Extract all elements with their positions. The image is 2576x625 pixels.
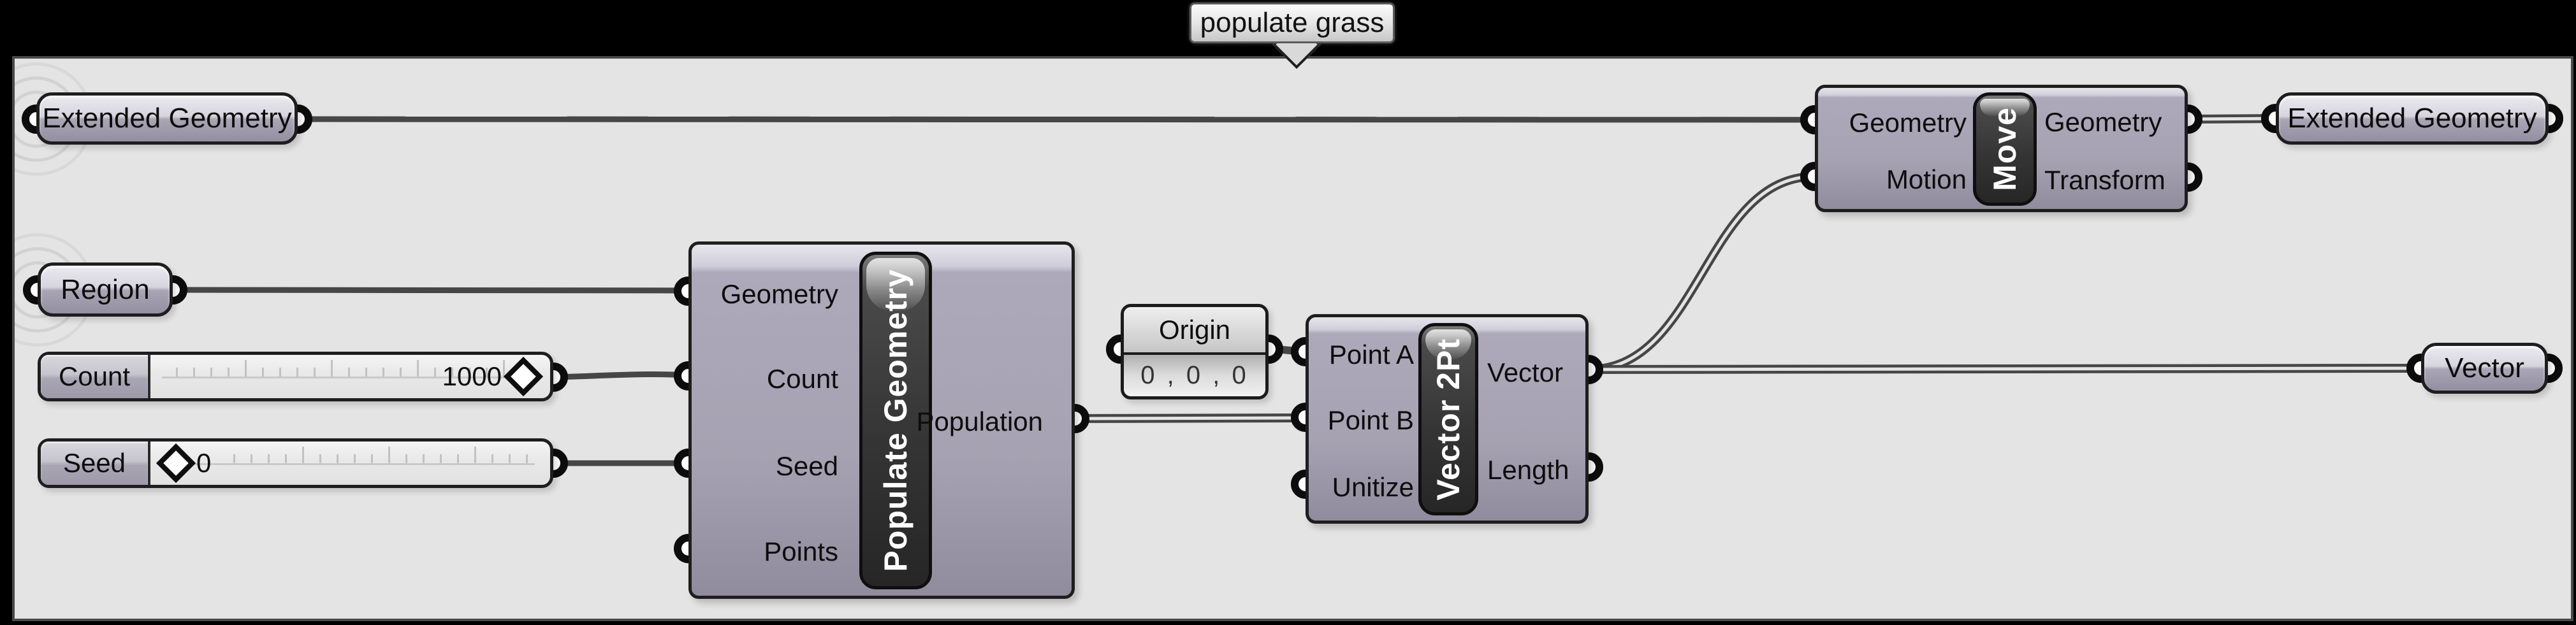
slider-tick <box>262 368 264 377</box>
input-label-point-b: Point B <box>1327 405 1414 435</box>
slider-seed[interactable]: Seed 0 <box>38 438 553 488</box>
param-region[interactable]: Region <box>38 262 173 317</box>
output-label-length: Length <box>1487 455 1569 485</box>
slider-tick <box>176 368 178 377</box>
wire-vector-to-motion[interactable] <box>1588 172 1816 374</box>
slider-count-track[interactable]: 1000 <box>150 355 550 398</box>
input-label-seed: Seed <box>775 451 838 481</box>
slider-tick <box>469 368 470 377</box>
origin-panel[interactable]: Origin 0 , 0 , 0 <box>1121 304 1269 399</box>
group-tag-label: populate grass <box>1200 7 1385 38</box>
slider-tick <box>388 447 390 463</box>
param-label: Region <box>61 273 150 305</box>
output-label-vector: Vector <box>1487 357 1564 387</box>
slider-tick <box>285 454 287 463</box>
param-extended-geometry-out[interactable]: Extended Geometry <box>2276 92 2549 145</box>
output-label-population: Population <box>916 406 1044 436</box>
slider-seed-track[interactable]: 0 <box>150 442 550 485</box>
param-extended-geometry-in[interactable]: Extended Geometry <box>36 92 298 145</box>
slider-tick <box>279 368 281 377</box>
slider-tick <box>400 368 402 377</box>
origin-panel-header: Origin <box>1124 307 1265 355</box>
slider-label: Count <box>58 361 131 391</box>
component-title: Populate Geometry <box>878 269 913 572</box>
slider-tick <box>405 454 407 463</box>
component-populate-geometry[interactable]: Geometry Count Seed Points Populate Geom… <box>688 241 1075 599</box>
component-name-capsule[interactable]: Vector 2Pt <box>1418 323 1478 515</box>
slider-tick <box>245 360 247 377</box>
component-move[interactable]: Geometry Motion Move Geometry Transform <box>1815 85 2188 212</box>
input-label-point-a: Point A <box>1328 340 1414 370</box>
slider-seed-value[interactable]: 0 <box>196 448 212 478</box>
slider-tick <box>509 454 511 463</box>
input-label-unitize: Unitize <box>1332 472 1414 502</box>
slider-count-grip[interactable] <box>503 356 544 397</box>
slider-tick <box>451 368 453 377</box>
slider-tick <box>354 454 356 463</box>
slider-count-value[interactable]: 1000 <box>442 361 502 391</box>
slider-tick <box>491 454 493 463</box>
slider-tick <box>526 454 528 463</box>
slider-tick <box>268 454 270 463</box>
param-label: Extended Geometry <box>2287 103 2537 134</box>
slider-tick <box>296 368 298 377</box>
wire-population-to-pointb[interactable] <box>1074 413 1306 423</box>
slider-tick <box>193 368 195 377</box>
slider-tick <box>486 368 488 377</box>
slider-count[interactable]: Count 1000 <box>38 352 553 401</box>
slider-tick <box>331 360 333 377</box>
slider-tick <box>457 454 459 463</box>
slider-tick <box>382 368 384 377</box>
slider-tick <box>365 368 367 377</box>
slider-tick <box>417 360 419 377</box>
param-label: Extended Geometry <box>42 103 292 134</box>
slider-tick <box>371 454 373 463</box>
output-label-transform: Transform <box>2044 165 2165 195</box>
origin-panel-value[interactable]: 0 , 0 , 0 <box>1140 361 1249 389</box>
slider-tick <box>474 447 476 463</box>
component-name-capsule[interactable]: Populate Geometry <box>859 252 932 589</box>
input-label-count: Count <box>766 364 838 394</box>
group-tag[interactable]: populate grass <box>1190 3 1395 43</box>
input-label-geometry: Geometry <box>1849 108 1967 138</box>
slider-tick <box>434 368 436 377</box>
origin-panel-value-row[interactable]: 0 , 0 , 0 <box>1124 355 1265 396</box>
component-name-capsule[interactable]: Move <box>1973 92 2037 206</box>
slider-tick <box>348 368 350 377</box>
wire-region-to-populate[interactable] <box>172 287 689 294</box>
component-vector-2pt[interactable]: Point A Point B Unitize Vector 2Pt Vecto… <box>1306 314 1589 524</box>
slider-tick <box>423 454 425 463</box>
slider-seed-grip[interactable] <box>156 443 196 484</box>
grasshopper-canvas[interactable]: Extended Geometry Region Extended Geomet… <box>12 56 2573 621</box>
slider-tick <box>233 454 235 463</box>
wires-layer <box>172 114 2422 466</box>
param-label: Vector <box>2445 352 2524 384</box>
wire-count-to-populate[interactable] <box>553 371 689 380</box>
slider-tick <box>228 368 229 377</box>
input-label-motion: Motion <box>1886 164 1967 194</box>
origin-panel-title: Origin <box>1158 314 1231 345</box>
slider-tick <box>251 454 252 463</box>
slider-tick <box>210 368 212 377</box>
component-title: Move <box>1987 107 2023 191</box>
slider-tick <box>337 454 338 463</box>
output-label-geometry: Geometry <box>2044 107 2162 137</box>
slider-count-label-section[interactable]: Count <box>41 355 150 398</box>
slider-tick <box>440 454 442 463</box>
input-label-points: Points <box>764 536 838 566</box>
input-label-geometry: Geometry <box>720 279 838 309</box>
slider-tick <box>319 454 321 463</box>
param-vector-out[interactable]: Vector <box>2421 343 2548 394</box>
slider-label: Seed <box>62 448 126 478</box>
component-title: Vector 2Pt <box>1430 338 1466 501</box>
slider-tick <box>302 447 304 463</box>
slider-tick <box>314 368 316 377</box>
slider-seed-label-section[interactable]: Seed <box>41 442 150 485</box>
wire-extended-geometry-to-move[interactable] <box>297 116 1816 123</box>
wire-vector-to-vector-pill[interactable] <box>1588 364 2422 374</box>
slider-tick <box>503 360 505 377</box>
